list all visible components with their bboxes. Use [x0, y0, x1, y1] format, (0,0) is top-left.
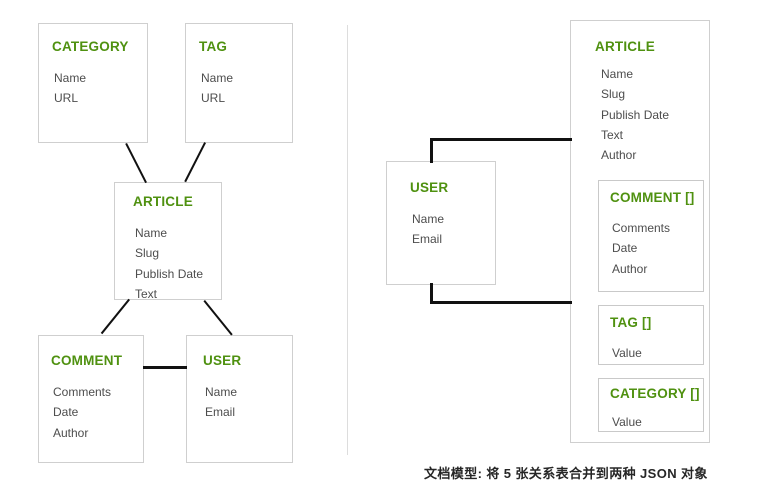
- document-field: Slug: [601, 87, 626, 102]
- entity-field: Comments: [53, 385, 112, 399]
- connector-user-article-bottom-horizontal: [430, 301, 572, 304]
- entity-field: Date: [53, 405, 79, 420]
- document-title-tag-array: TAG []: [610, 315, 652, 330]
- entity-title-article: ARTICLE: [133, 194, 193, 209]
- document-field: Comments: [612, 221, 671, 235]
- entity-field: Name: [201, 71, 234, 85]
- document-field: Name: [601, 67, 634, 81]
- document-box-comment-array[interactable]: COMMENT [] Comments Date Author: [598, 180, 704, 292]
- document-box-user[interactable]: USER Name Email: [386, 161, 496, 285]
- document-field: Name: [412, 212, 445, 226]
- entity-title-category: CATEGORY: [52, 39, 129, 54]
- entity-field: Name: [205, 385, 238, 399]
- entity-field: Author: [53, 425, 89, 440]
- document-field: Email: [412, 232, 443, 247]
- diagram-caption: 文档模型: 将 5 张关系表合并到两种 JSON 对象: [424, 466, 708, 481]
- document-field: Author: [601, 148, 637, 163]
- entity-field: URL: [201, 91, 226, 106]
- document-title-category-array: CATEGORY []: [610, 386, 700, 401]
- entity-field: URL: [54, 91, 79, 106]
- document-field: Date: [612, 241, 638, 256]
- entity-field: Name: [54, 71, 87, 85]
- document-box-tag-array[interactable]: TAG [] Value: [598, 305, 704, 365]
- connector-user-article-top-horizontal: [430, 138, 572, 141]
- vertical-divider: [347, 25, 349, 455]
- document-title-article: ARTICLE: [595, 39, 655, 54]
- connector-article-comment: [100, 298, 130, 335]
- entity-box-category[interactable]: CATEGORY Name URL: [38, 23, 148, 143]
- document-field: Value: [612, 415, 642, 429]
- entity-field: Publish Date: [135, 266, 204, 281]
- document-field: Publish Date: [601, 107, 670, 122]
- document-field: Author: [612, 261, 648, 276]
- document-title-comment-array: COMMENT []: [610, 190, 695, 205]
- document-field: Value: [612, 346, 642, 360]
- entity-field: Name: [135, 226, 168, 240]
- entity-field: Email: [205, 405, 236, 420]
- connector-article-user: [203, 300, 233, 336]
- connector-tag-article: [184, 142, 206, 183]
- connector-category-article: [125, 143, 147, 184]
- entity-field: Slug: [135, 246, 160, 261]
- connector-comment-user: [143, 366, 187, 369]
- document-field: Text: [601, 127, 624, 142]
- entity-title-user: USER: [203, 353, 242, 368]
- connector-user-article-bottom-vertical: [430, 283, 433, 303]
- entity-box-article[interactable]: ARTICLE Name Slug Publish Date Text: [114, 182, 222, 301]
- entity-box-tag[interactable]: TAG Name URL: [185, 23, 293, 143]
- entity-title-comment: COMMENT: [51, 353, 123, 368]
- document-title-user: USER: [410, 180, 449, 195]
- entity-box-user[interactable]: USER Name Email: [186, 335, 293, 463]
- entity-box-comment[interactable]: COMMENT Comments Date Author: [38, 335, 144, 463]
- document-box-category-array[interactable]: CATEGORY [] Value: [598, 378, 704, 432]
- connector-user-article-top-vertical: [430, 138, 433, 163]
- entity-field: Text: [135, 286, 158, 301]
- entity-title-tag: TAG: [199, 39, 228, 54]
